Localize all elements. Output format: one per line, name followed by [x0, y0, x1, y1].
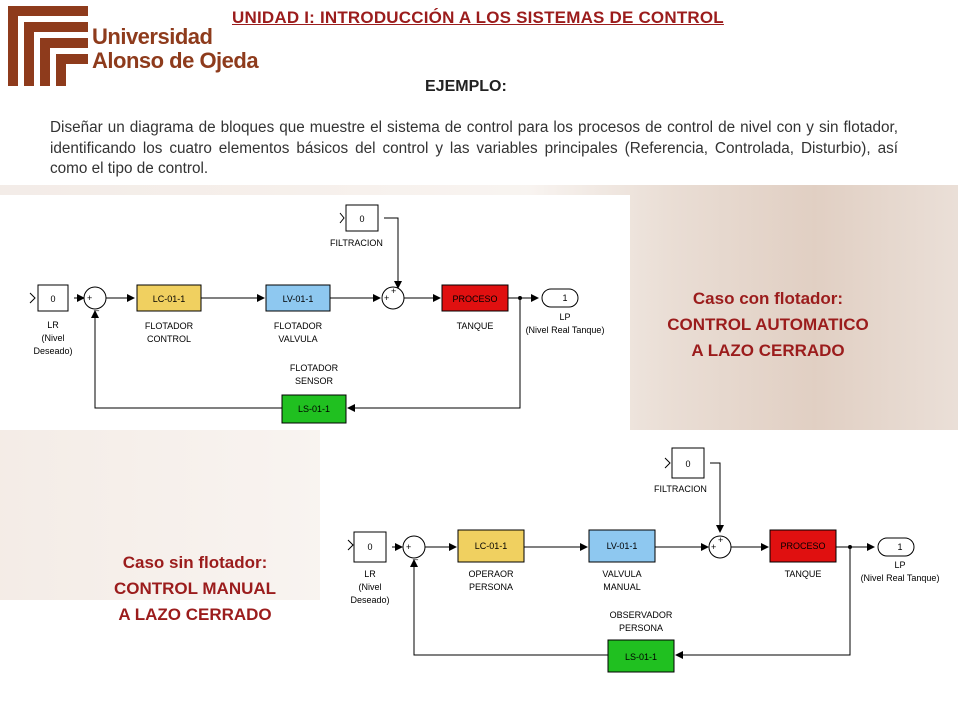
case1-filtration-label: FILTRACION [330, 238, 383, 248]
case2-controller-name: LC-01-1 [475, 541, 508, 551]
case1-caption-line-3: A LAZO CERRADO [691, 341, 845, 360]
example-heading: EJEMPLO: [425, 78, 507, 95]
page-title: UNIDAD I: INTRODUCCIÓN A LOS SISTEMAS DE… [232, 8, 724, 27]
case1-sum2-sign-top: + [391, 286, 396, 296]
university-logo-icon [6, 4, 90, 88]
case1-reference-block [37, 284, 69, 312]
case1-filtration-value: 0 [359, 214, 364, 224]
case1-reference-label-2: (Nivel [41, 333, 64, 343]
case2-reference-value: 0 [367, 542, 372, 552]
case1-caption-line-2: CONTROL AUTOMATICO [667, 315, 869, 334]
case2-valve-name: LV-01-1 [607, 541, 638, 551]
case1-sensor-name: LS-01-1 [298, 404, 330, 414]
case2-output-port [877, 537, 915, 557]
case1-process-block [441, 284, 509, 312]
case1-filtration-block [345, 204, 379, 232]
case1-process-label: TANQUE [457, 321, 494, 331]
case2-caption-line-2: CONTROL MANUAL [113, 579, 277, 598]
case2-sensor-name: LS-01-1 [625, 652, 657, 662]
case2-output-label-1: LP [894, 560, 905, 570]
case2-controller-label-2: PERSONA [469, 582, 513, 592]
case2-sum1-sign-minus: _ [412, 550, 419, 560]
case1-controller-name: LC-01-1 [153, 294, 186, 304]
case2-reference-label-2: (Nivel [358, 582, 381, 592]
case2-reference-block [353, 531, 387, 563]
case1-output-label-1: LP [559, 312, 570, 322]
case1-valve-label-1: FLOTADOR [274, 321, 323, 331]
case1-sum2-sign-left: + [384, 293, 389, 303]
case1-valve-block [265, 284, 331, 312]
case2-process-label: TANQUE [785, 569, 822, 579]
case1-caption: Caso con flotador: CONTROL AUTOMATICO A … [628, 286, 908, 364]
case1-sensor-block [281, 394, 347, 424]
case2-output-value: 1 [897, 542, 902, 552]
case2-caption-line-3: A LAZO CERRADO [118, 605, 272, 624]
case1-output-label-2: (Nivel Real Tanque) [526, 325, 605, 335]
case1-valve-label-2: VALVULA [278, 334, 317, 344]
case1-process-name: PROCESO [452, 294, 497, 304]
logo-line-1: Universidad [92, 24, 213, 49]
case2-valve-label-2: MANUAL [603, 582, 641, 592]
case2-controller-block [457, 529, 525, 563]
diagram-panel-1 [0, 195, 630, 430]
case1-controller-label-2: CONTROL [147, 334, 191, 344]
case2-reference-label-3: Deseado) [350, 595, 389, 605]
case1-reference-value: 0 [50, 294, 55, 304]
case2-filtration-block [671, 447, 705, 479]
case1-reference-label-1: LR [47, 320, 59, 330]
case2-sensor-label-2: PERSONA [619, 623, 663, 633]
case2-process-block [769, 529, 837, 563]
case1-sensor-label-1: FLOTADOR [290, 363, 339, 373]
case2-sum2-sign-left: + [711, 542, 716, 552]
case1-reference-label-3: Deseado) [33, 346, 72, 356]
case2-sensor-block [607, 639, 675, 673]
case2-filtration-value: 0 [685, 459, 690, 469]
case2-sensor-label-1: OBSERVADOR [610, 610, 673, 620]
case2-output-label-2: (Nivel Real Tanque) [861, 573, 940, 583]
case2-process-name: PROCESO [780, 541, 825, 551]
logo-line-2: Alonso de Ojeda [92, 48, 259, 73]
case2-caption: Caso sin flotador: CONTROL MANUAL A LAZO… [60, 550, 330, 628]
description-text: Diseñar un diagrama de bloques que muest… [50, 119, 898, 177]
block-diagram-with-float: 0 FILTRACION 0 LR (Nivel Deseado) + _ LC… [29, 204, 605, 424]
case1-caption-line-1: Caso con flotador: [692, 289, 844, 308]
case1-output-port [541, 288, 579, 308]
case2-valve-block [588, 529, 656, 563]
case1-sum1-sign-minus: _ [93, 301, 100, 311]
case1-controller-label-1: FLOTADOR [145, 321, 194, 331]
case2-sum1-sign-plus: + [406, 542, 411, 552]
background-photo-lower [0, 430, 320, 600]
block-diagram-without-float: 0 FILTRACION 0 LR (Nivel Deseado) + _ LC… [347, 447, 940, 673]
case2-controller-label-1: OPERAOR [468, 569, 514, 579]
case1-sum1-sign-plus: + [87, 293, 92, 303]
case1-valve-name: LV-01-1 [283, 294, 314, 304]
case2-sum2-sign-top: + [718, 535, 723, 545]
case1-sensor-label-2: SENSOR [295, 376, 334, 386]
case1-output-value: 1 [562, 293, 567, 303]
case2-valve-label-1: VALVULA [602, 569, 641, 579]
case2-caption-line-1: Caso sin flotador: [122, 553, 268, 572]
case2-reference-label-1: LR [364, 569, 376, 579]
case2-filtration-label: FILTRACION [654, 484, 707, 494]
